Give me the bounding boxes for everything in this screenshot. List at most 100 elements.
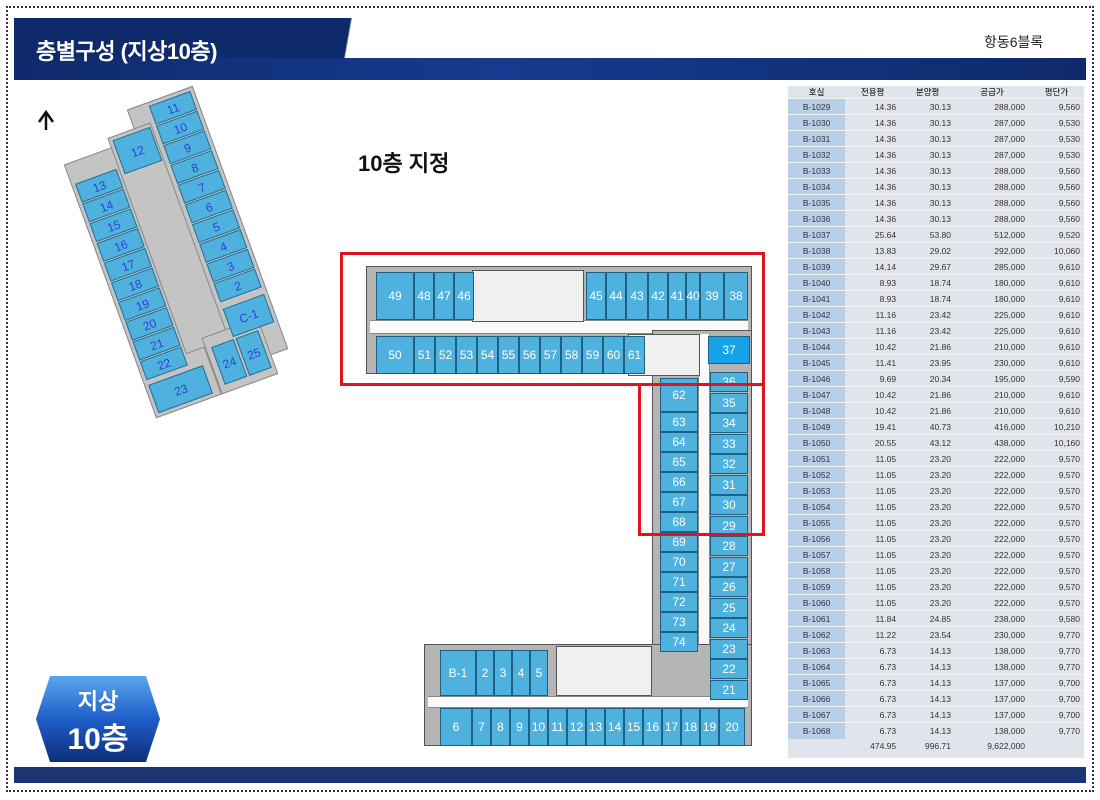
table-cell: 11.05 xyxy=(845,482,901,499)
table-cell: 11.05 xyxy=(845,514,901,531)
table-cell: 9,610 xyxy=(1029,322,1084,339)
floor-badge: 지상 10층 xyxy=(36,676,160,762)
column-header: 분양평 xyxy=(915,87,940,97)
table-cell: B-1047 xyxy=(788,386,846,403)
table-cell: 19.41 xyxy=(845,418,901,435)
table-cell: 9,570 xyxy=(1029,578,1084,595)
table-cell: B-1034 xyxy=(788,178,846,195)
table-cell: 180,000 xyxy=(955,290,1030,307)
table-cell: 222,000 xyxy=(955,562,1030,579)
table-cell: B-1049 xyxy=(788,418,846,435)
table-cell: 195,000 xyxy=(955,370,1030,387)
table-cell: B-1043 xyxy=(788,322,846,339)
table-cell: 138,000 xyxy=(955,658,1030,675)
table-cell: 10,210 xyxy=(1029,418,1084,435)
table-cell: 23.54 xyxy=(900,626,956,643)
table-cell: 11.05 xyxy=(845,530,901,547)
table-cell: 222,000 xyxy=(955,530,1030,547)
table-cell: 23.20 xyxy=(900,546,956,563)
table-cell: 11.22 xyxy=(845,626,901,643)
table-cell: 11.05 xyxy=(845,498,901,515)
table-cell: 11.05 xyxy=(845,450,901,467)
table-cell: 438,000 xyxy=(955,434,1030,451)
table-cell: 18.74 xyxy=(900,290,956,307)
table-cell: B-1039 xyxy=(788,258,846,275)
north-arrow-icon xyxy=(37,109,55,130)
table-cell: 210,000 xyxy=(955,402,1030,419)
table-cell: 9,610 xyxy=(1029,290,1084,307)
table-cell: B-1036 xyxy=(788,210,846,227)
table-cell: 222,000 xyxy=(955,482,1030,499)
table-cell: 30.13 xyxy=(900,130,956,147)
table-cell: 23.42 xyxy=(900,322,956,339)
table-cell: 9,610 xyxy=(1029,274,1084,291)
table-cell: 23.20 xyxy=(900,498,956,515)
table-cell: 11.84 xyxy=(845,610,901,627)
table-cell: 292,000 xyxy=(955,242,1030,259)
table-cell: 14.13 xyxy=(900,690,956,707)
table-cell: 222,000 xyxy=(955,546,1030,563)
table-cell: 23.95 xyxy=(900,354,956,371)
table-cell: 137,000 xyxy=(955,690,1030,707)
table-cell: 222,000 xyxy=(955,594,1030,611)
table-cell: 288,000 xyxy=(955,178,1030,195)
table-cell: 53.80 xyxy=(900,226,956,243)
column-header: 호실 xyxy=(808,87,825,97)
page-title: 층별구성 (지상10층) xyxy=(36,39,217,64)
table-cell: 6.73 xyxy=(845,674,901,691)
table-cell: 6.73 xyxy=(845,658,901,675)
table-cell: 23.20 xyxy=(900,594,956,611)
table-cell: 138,000 xyxy=(955,722,1030,739)
table-cell: 11.05 xyxy=(845,562,901,579)
table-cell: 138,000 xyxy=(955,642,1030,659)
table-cell: B-1060 xyxy=(788,594,846,611)
table-cell: 14.14 xyxy=(845,258,901,275)
table-cell: 14.36 xyxy=(845,146,901,163)
table-cell: B-1031 xyxy=(788,130,846,147)
table-cell: B-1041 xyxy=(788,290,846,307)
table-cell: 14.36 xyxy=(845,162,901,179)
table-cell: 23.20 xyxy=(900,514,956,531)
table-cell: 9,560 xyxy=(1029,194,1084,211)
table-cell: 288,000 xyxy=(955,162,1030,179)
table-cell: 30.13 xyxy=(900,114,956,131)
totals-cell: 9,622,000 xyxy=(987,740,1026,751)
table-cell: B-1033 xyxy=(788,162,846,179)
table-cell: 11.16 xyxy=(845,306,901,323)
table-cell: 6.73 xyxy=(845,706,901,723)
table-cell: 9,700 xyxy=(1029,690,1084,707)
table-cell: B-1065 xyxy=(788,674,846,691)
table-cell: 9,570 xyxy=(1029,482,1084,499)
table-cell: 10.42 xyxy=(845,338,901,355)
table-cell: 21.86 xyxy=(900,386,956,403)
table-cell: 9,570 xyxy=(1029,546,1084,563)
table-cell: 288,000 xyxy=(955,210,1030,227)
table-cell: 14.36 xyxy=(845,210,901,227)
table-cell: 24.85 xyxy=(900,610,956,627)
table-cell: B-1066 xyxy=(788,690,846,707)
column-header: 공급가 xyxy=(980,87,1004,97)
table-cell: 23.20 xyxy=(900,450,956,467)
table-cell: 10,060 xyxy=(1029,242,1084,259)
table-cell: 287,000 xyxy=(955,130,1030,147)
table-cell: B-1037 xyxy=(788,226,846,243)
table-cell: B-1052 xyxy=(788,466,846,483)
